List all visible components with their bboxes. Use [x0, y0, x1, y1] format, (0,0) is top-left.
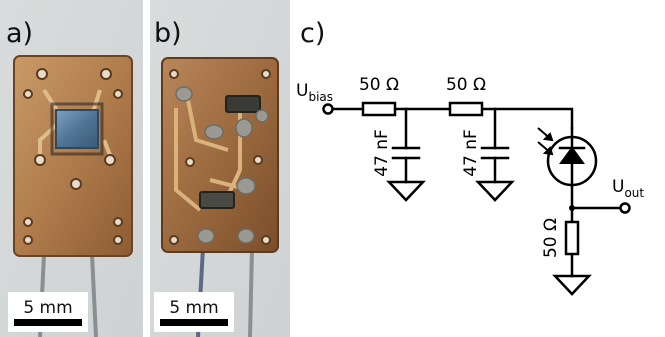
panel-a-sensor-mount — [50, 102, 104, 156]
panel-b-lead-right — [248, 247, 254, 337]
panel-b-scale-bar — [160, 319, 228, 326]
capacitor-2-label: 47 nF — [461, 129, 481, 177]
resistor-2-label: 50 Ω — [446, 75, 486, 95]
ground-1 — [386, 180, 426, 202]
panel-b-pcb — [161, 57, 279, 253]
input-label: Ubias — [296, 81, 333, 104]
panel-a-scale-label: 5 mm — [23, 298, 72, 318]
panel-b-component-capacitor — [199, 191, 235, 209]
panel-b-scale-label: 5 mm — [169, 298, 218, 318]
panel-a-scale-bar — [14, 319, 82, 326]
output-label: Uout — [612, 177, 644, 200]
panel-a-letter: a) — [6, 18, 33, 49]
panel-b-mounting-holes — [169, 69, 271, 245]
panel-a-mounting-holes — [23, 68, 123, 245]
resistor-1-label: 50 Ω — [359, 75, 399, 95]
panel-b-traces — [174, 89, 251, 212]
ground-3 — [552, 274, 592, 296]
resistor-load-label: 50 Ω — [541, 218, 561, 258]
resistor-1 — [361, 101, 397, 117]
panel-a: 5 mm a) — [0, 0, 143, 337]
resistor-load — [564, 220, 580, 256]
panel-b: 5 mm b) — [150, 0, 290, 337]
input-terminal — [322, 103, 334, 115]
panel-a-lead-right — [90, 254, 98, 337]
light-arrows-icon — [537, 127, 554, 156]
wire-top-bus — [331, 107, 574, 130]
output-terminal — [619, 202, 631, 214]
ground-2 — [475, 180, 515, 202]
panel-a-traces — [38, 88, 114, 161]
panel-b-component-resistor — [225, 95, 261, 113]
panel-b-solder-joints — [175, 86, 269, 244]
capacitor-1-label: 47 nF — [372, 129, 392, 177]
panel-b-letter: b) — [154, 18, 182, 49]
resistor-2 — [448, 101, 484, 117]
panel-c-letter: c) — [300, 18, 325, 49]
panel-a-sensor-die — [55, 109, 99, 149]
panel-c: c) Ubias 50 Ω 50 Ω 47 nF 47 nF — [296, 18, 644, 296]
